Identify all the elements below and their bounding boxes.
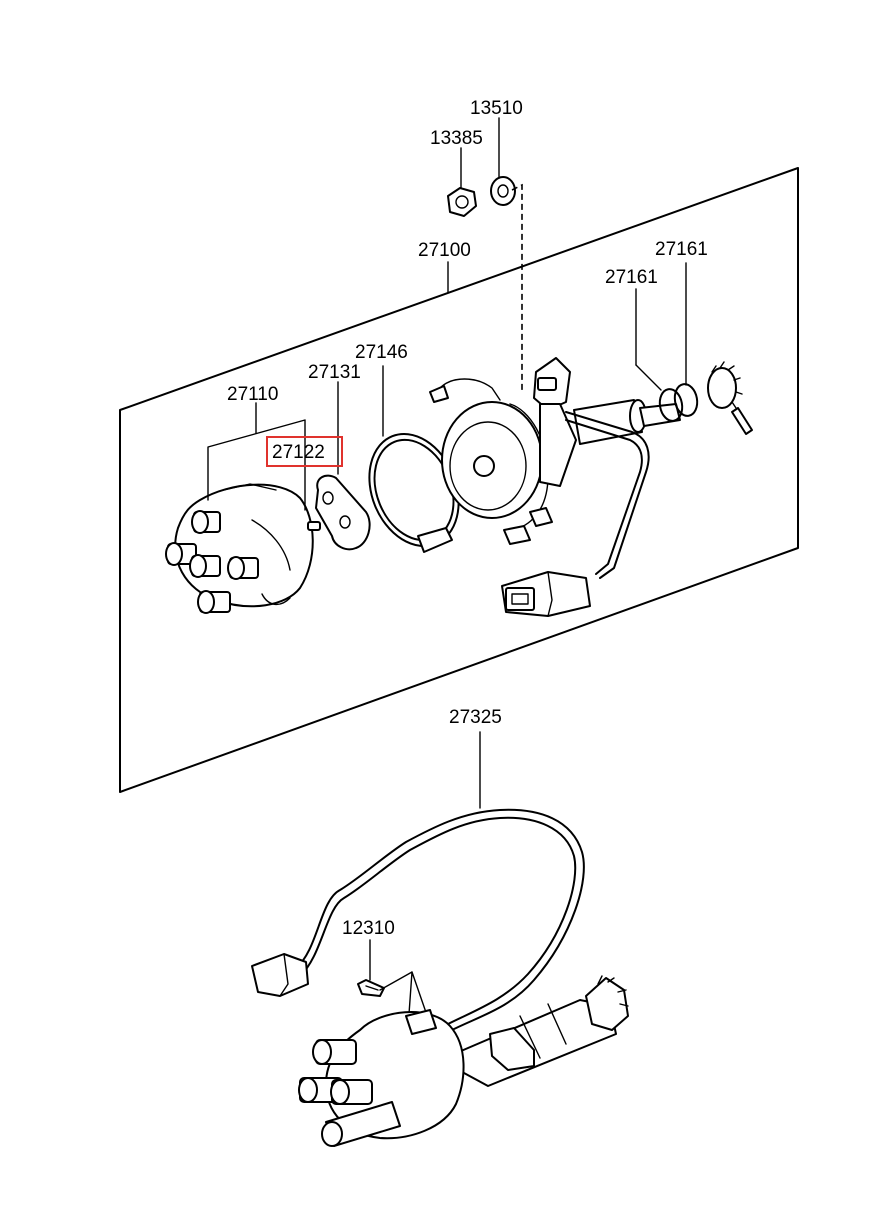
callout-13385[interactable]: 13385	[430, 128, 483, 149]
assembly-panel-outline	[119, 167, 799, 793]
highlight-box-27122	[266, 436, 343, 467]
callout-27110[interactable]: 27110	[227, 384, 278, 405]
callout-27325[interactable]: 27325	[449, 707, 502, 728]
assembly-wire-outer	[295, 808, 585, 1031]
o-ring-27161-b[interactable]	[672, 382, 699, 417]
bolt-12310[interactable]	[357, 979, 385, 997]
harness-wire	[565, 411, 650, 579]
callout-27131[interactable]: 27131	[308, 362, 361, 383]
callout-27100[interactable]: 27100	[418, 240, 471, 261]
assembly-dashed-guide	[511, 183, 523, 390]
assembly-wire-inner	[299, 816, 577, 1025]
assembly-connector[interactable]	[251, 953, 309, 997]
leader-27161-a-tip	[635, 364, 662, 391]
callout-27161-b[interactable]: 27161	[655, 239, 708, 260]
nut-13385[interactable]	[447, 187, 477, 217]
callout-27161-a[interactable]: 27161	[605, 267, 658, 288]
washer-13510[interactable]	[490, 176, 516, 206]
distributor-housing[interactable]	[429, 357, 577, 545]
callout-27122[interactable]: 27122	[272, 442, 325, 463]
distributor-cap-27110[interactable]	[165, 483, 314, 614]
callout-13510[interactable]: 13510	[470, 98, 523, 119]
o-ring-27161-a[interactable]	[657, 387, 684, 422]
distributor-assembly-27325[interactable]	[298, 975, 629, 1147]
callout-12310[interactable]: 12310	[342, 918, 395, 939]
harness-connector[interactable]	[501, 571, 591, 617]
rotor-27131[interactable]	[307, 474, 371, 551]
callout-27146[interactable]: 27146	[355, 342, 408, 363]
distributor-shaft	[573, 399, 681, 445]
drive-gear	[707, 361, 753, 435]
